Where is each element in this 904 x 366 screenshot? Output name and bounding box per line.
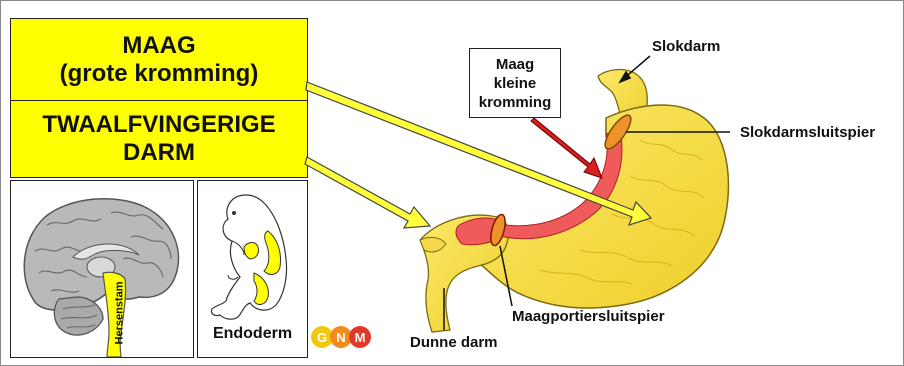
logo-letter-n: N [336, 330, 345, 345]
logo-letter-g: G [317, 330, 327, 345]
callout-line3: kromming [479, 93, 552, 112]
lesser-curvature-callout: Maag kleine kromming [469, 48, 561, 118]
pyloric-sphincter-label: Maagportiersluitspier [512, 308, 665, 325]
callout-line2: kleine [494, 74, 537, 93]
callout-line1: Maag [496, 55, 534, 74]
esophagus-label: Slokdarm [652, 38, 720, 55]
small-intestine-label: Dunne darm [410, 334, 498, 351]
gnm-logo: G N M [311, 326, 371, 348]
duodenum-pointer-arrow [305, 157, 430, 228]
logo-letter-m: M [355, 330, 366, 345]
lesser-curvature-arrow [531, 118, 602, 178]
esophageal-sphincter-label: Slokdarmsluitspier [740, 124, 875, 141]
